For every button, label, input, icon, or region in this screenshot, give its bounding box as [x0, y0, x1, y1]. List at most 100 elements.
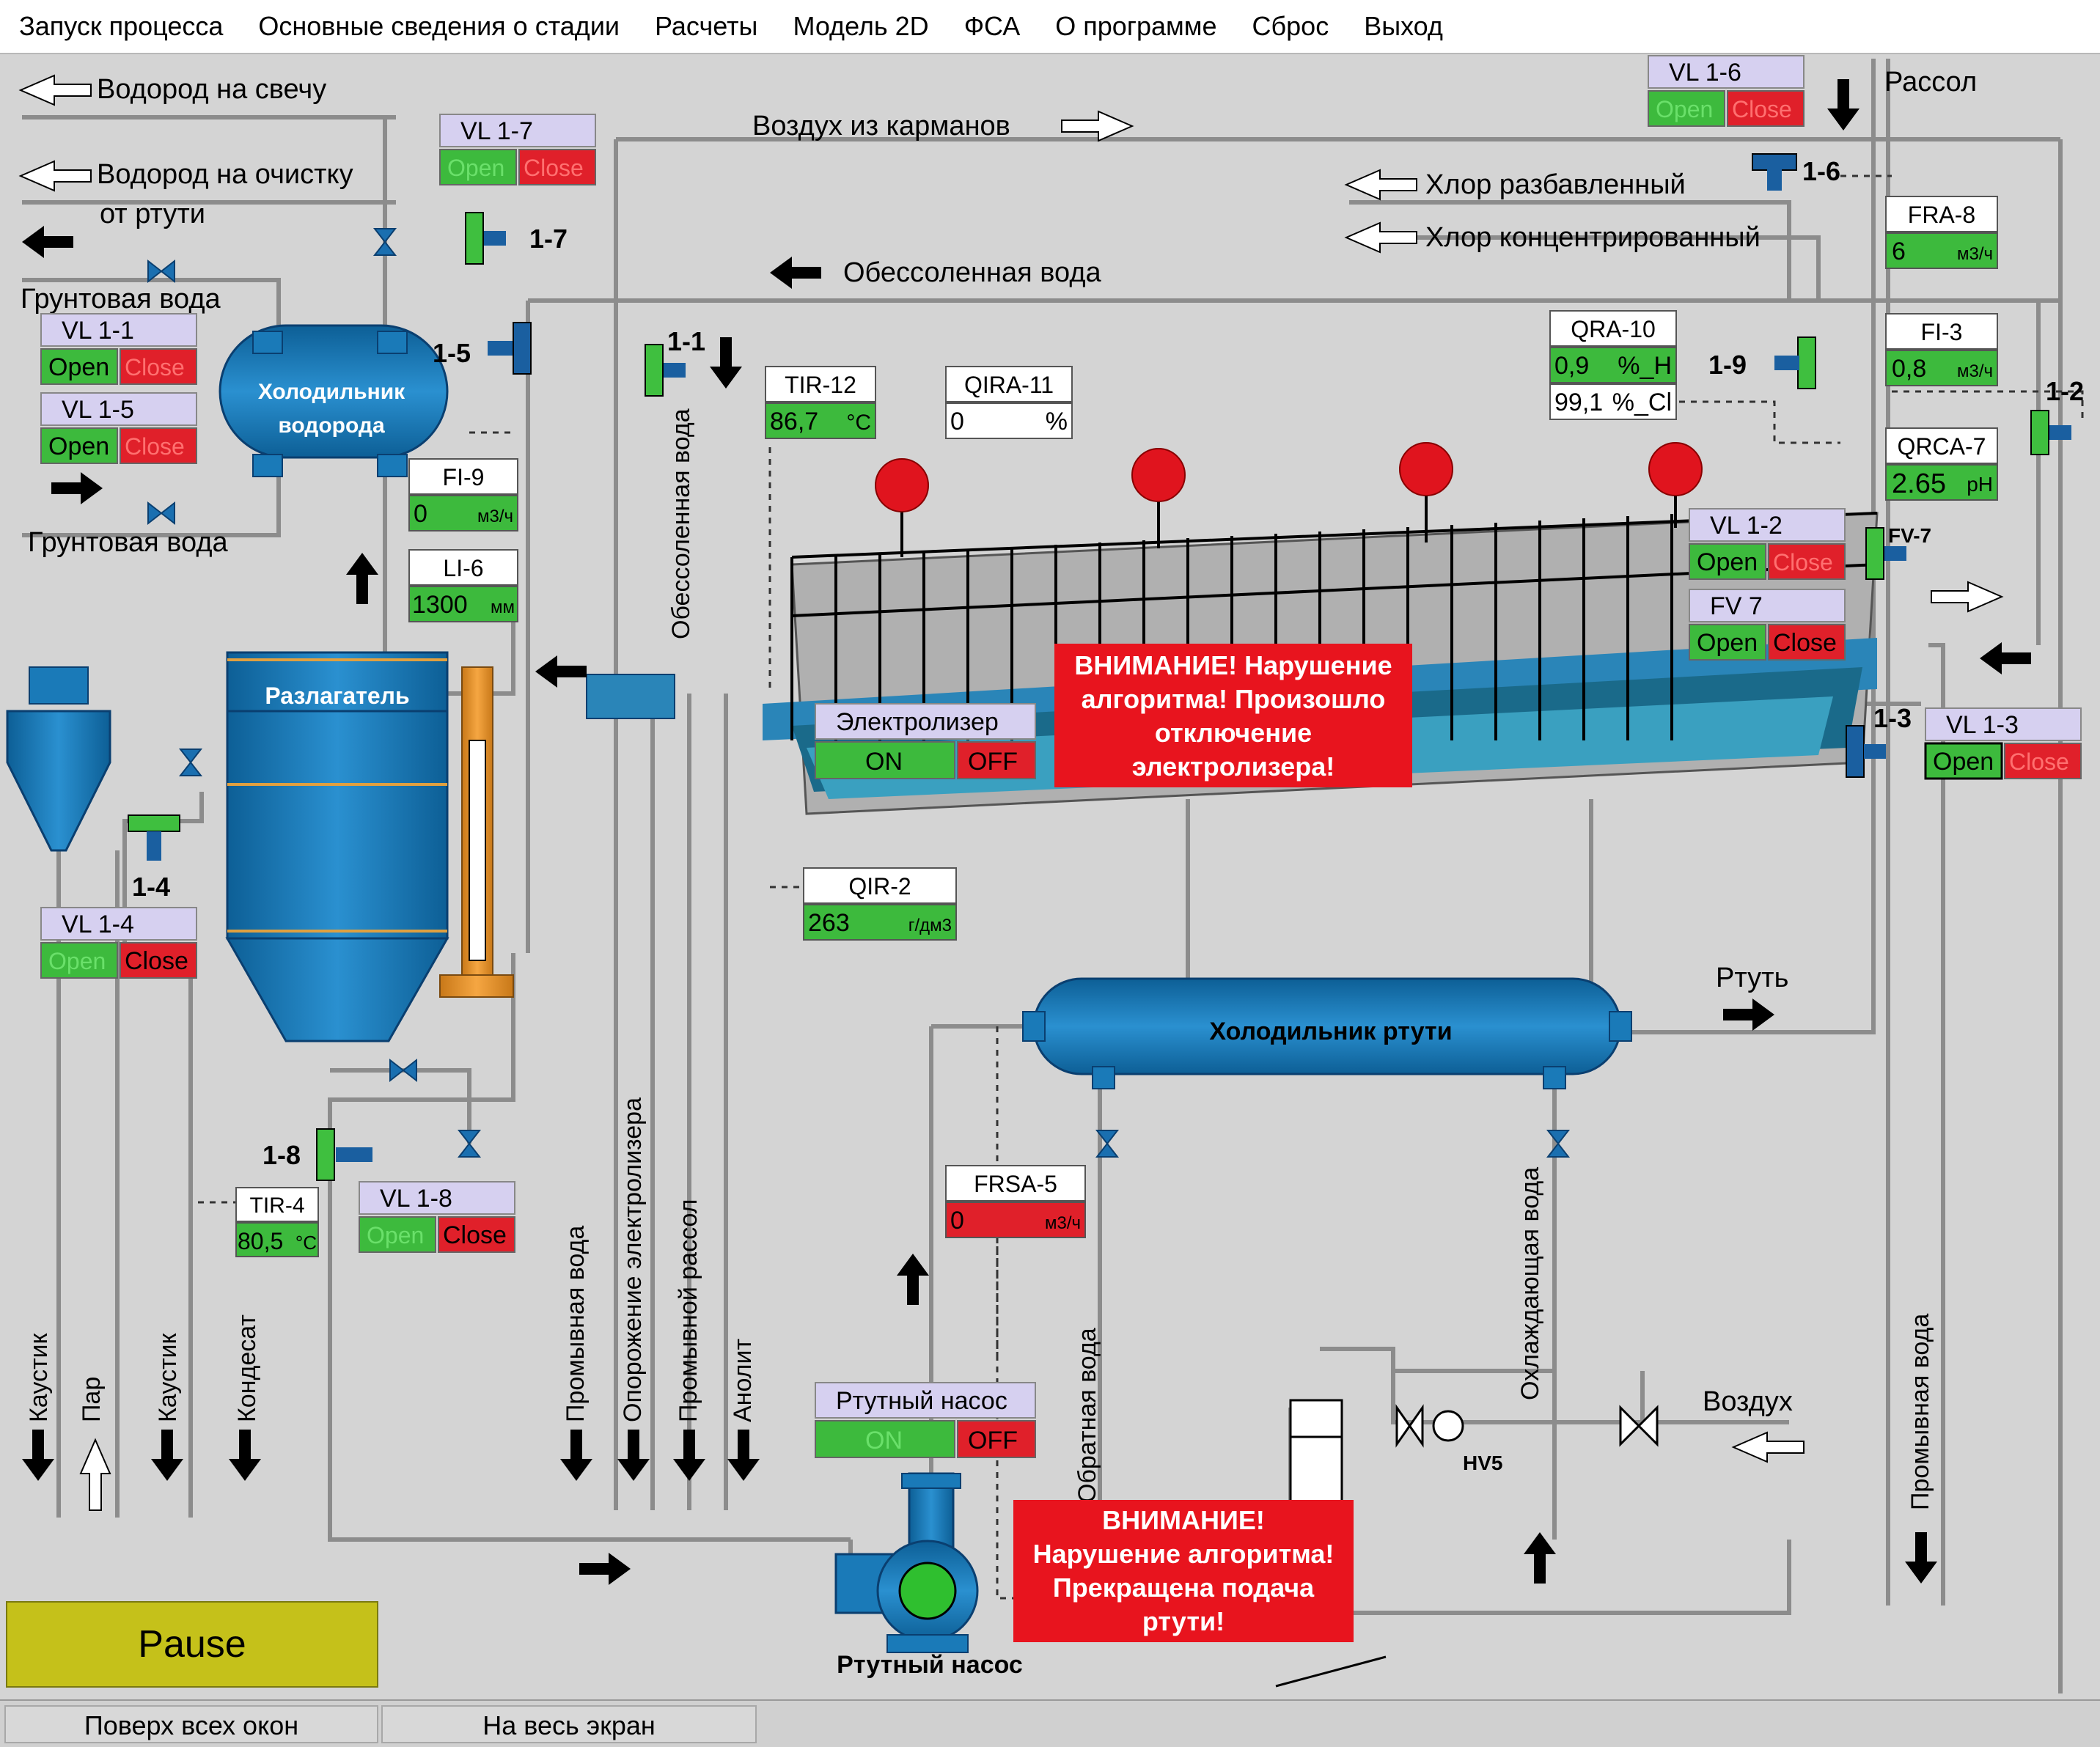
- menu-calculations[interactable]: Расчеты: [655, 11, 758, 41]
- svg-text:VL 1-6: VL 1-6: [1669, 59, 1741, 87]
- svg-text:Open: Open: [1697, 548, 1758, 576]
- valve-1-3-label: 1-3: [1873, 703, 1912, 733]
- instrument-qira11: QIRA-11 0 %: [945, 366, 1073, 439]
- menu-model-2d[interactable]: Модель 2D: [793, 11, 929, 41]
- valve-1-2-label: 1-2: [2046, 376, 2084, 406]
- menu-bar: Запуск процесса Основные сведения о стад…: [0, 0, 2100, 54]
- svg-text:TIR-12: TIR-12: [785, 372, 856, 398]
- label-wash-water-right: Промывная вода: [1906, 1314, 1934, 1510]
- svg-text:0: 0: [414, 500, 427, 528]
- fullscreen-button[interactable]: На весь экран: [381, 1705, 757, 1743]
- svg-text:Open: Open: [48, 353, 109, 381]
- svg-text:VL 1-5: VL 1-5: [62, 396, 134, 424]
- valve-1-4-label: 1-4: [132, 872, 170, 902]
- vl-1-7-title: VL 1-7: [460, 117, 533, 145]
- svg-text:QIR-2: QIR-2: [848, 873, 911, 900]
- label-demin-water: Обессоленная вода: [843, 257, 1102, 288]
- flow-labels: Водород на свечу Водород на очистку от р…: [21, 67, 1977, 1510]
- svg-text:80,5: 80,5: [238, 1228, 283, 1254]
- svg-text:263: 263: [808, 909, 850, 937]
- control-valves[interactable]: [128, 153, 2071, 1181]
- hydrogen-cooler: Холодильник водорода: [219, 324, 449, 477]
- always-on-top-button[interactable]: Поверх всех окон: [4, 1705, 378, 1743]
- vl-1-5-open-button[interactable]: [40, 427, 118, 464]
- vl-1-6-open-button[interactable]: [1648, 90, 1725, 127]
- label-brine: Рассол: [1884, 67, 1977, 98]
- svg-text:Электролизер: Электролизер: [836, 708, 999, 736]
- menu-about[interactable]: О программе: [1055, 11, 1217, 41]
- label-steam: Пар: [78, 1377, 106, 1422]
- vl-1-2-panel: VL 1-2 Open Close: [1689, 508, 1846, 580]
- svg-text:0: 0: [950, 408, 964, 435]
- label-chlorine-diluted: Хлор разбавленный: [1425, 169, 1686, 200]
- svg-text:Нарушение алгоритма!: Нарушение алгоритма!: [1033, 1539, 1334, 1569]
- label-chlorine-conc: Хлор концентрированный: [1425, 222, 1761, 253]
- svg-text:LI-6: LI-6: [443, 555, 483, 581]
- svg-text:Open: Open: [48, 948, 106, 974]
- alarm-mercury: ВНИМАНИЕ! Нарушение алгоритма! Прекращен…: [1013, 1500, 1354, 1642]
- vl-1-7-open-button[interactable]: [439, 149, 517, 185]
- mercury-cooler: Холодильник ртути: [1022, 977, 1632, 1089]
- svg-text:м3/ч: м3/ч: [1045, 1213, 1081, 1233]
- menu-start-process[interactable]: Запуск процесса: [19, 11, 224, 41]
- svg-text:Close: Close: [1773, 549, 1833, 575]
- vl-1-2-open-button[interactable]: [1689, 543, 1766, 580]
- mercury-pump-off-button[interactable]: [957, 1420, 1036, 1458]
- valve-1-6-label: 1-6: [1802, 156, 1840, 186]
- vl-1-4-close-button[interactable]: [120, 942, 197, 979]
- svg-text:2.65: 2.65: [1892, 468, 1946, 499]
- svg-text:1300: 1300: [412, 591, 468, 619]
- alarm-electrolyzer: ВНИМАНИЕ! Нарушение алгоритма! Произошло…: [1054, 644, 1412, 787]
- vl-1-1-open-button[interactable]: [40, 348, 118, 385]
- vl-1-3-close-button[interactable]: [2004, 743, 2082, 779]
- vl-1-1-panel: VL 1-1 Open Close: [40, 313, 197, 385]
- label-hydrogen-vent: Водород на свечу: [97, 74, 326, 105]
- vl-1-2-close-button[interactable]: [1768, 543, 1846, 580]
- svg-text:Ртутный насос: Ртутный насос: [836, 1387, 1007, 1415]
- label-electrolyzer-drain: Опорожение электролизера: [619, 1097, 647, 1422]
- svg-text:86,7: 86,7: [770, 408, 818, 435]
- vl-1-5-close-button[interactable]: [120, 427, 197, 464]
- pause-button[interactable]: Pause: [6, 1601, 378, 1688]
- svg-text:Open: Open: [367, 1222, 424, 1248]
- svg-text:FRA-8: FRA-8: [1908, 202, 1975, 228]
- svg-text:Open: Open: [1933, 748, 1994, 776]
- vl-1-1-close-button[interactable]: [120, 348, 197, 385]
- svg-text:VL 1-4: VL 1-4: [62, 911, 134, 938]
- mercury-pump: Ртутный насос: [834, 1472, 1023, 1679]
- label-wash-water: Промывная вода: [562, 1226, 590, 1422]
- electrolyzer-on-button[interactable]: [815, 741, 955, 779]
- menu-stage-info[interactable]: Основные сведения о стадии: [258, 11, 620, 41]
- vl-1-8-open-button[interactable]: [359, 1216, 436, 1253]
- svg-text:ВНИМАНИЕ! Нарушение: ВНИМАНИЕ! Нарушение: [1074, 650, 1392, 680]
- label-ground-water-bottom: Грунтовая вода: [28, 527, 229, 558]
- svg-text:Close: Close: [524, 155, 584, 181]
- decomposer: Разлагатель: [225, 651, 449, 1042]
- fv-7-close-button[interactable]: [1768, 624, 1846, 661]
- label-caustic-1: Каустик: [25, 1332, 53, 1422]
- vl-1-6-close-button[interactable]: [1727, 90, 1805, 127]
- mercury-pump-control: Ртутный насос ON OFF: [815, 1382, 1036, 1458]
- menu-fsa[interactable]: ФСА: [963, 11, 1021, 41]
- label-demin-water-vertical: Обессоленная вода: [667, 408, 695, 639]
- valve-labels: 1-7 1-5 1-1 1-6 1-9 1-2 FV-7 1-3 1-4 1-8: [132, 156, 2084, 1170]
- svg-text:Open: Open: [48, 433, 109, 460]
- svg-text:отключение: отключение: [1155, 718, 1312, 748]
- menu-reset[interactable]: Сброс: [1252, 11, 1329, 41]
- mercury-pump-on-button[interactable]: [815, 1420, 955, 1458]
- vl-1-8-close-button[interactable]: [438, 1216, 515, 1253]
- svg-text:6: 6: [1892, 238, 1906, 265]
- valve-1-5-label: 1-5: [433, 338, 471, 368]
- label-caustic-2: Каустик: [154, 1332, 182, 1422]
- electrolyzer-off-button[interactable]: [957, 741, 1036, 779]
- vl-1-7-close-button[interactable]: [518, 149, 596, 185]
- menu-exit[interactable]: Выход: [1364, 11, 1443, 41]
- vl-1-6-panel: VL 1-6 Open Close: [1648, 55, 1805, 127]
- vl-1-3-open-button[interactable]: [1924, 742, 2003, 780]
- svg-text:%_H: %_H: [1618, 352, 1672, 380]
- vl-1-4-open-button[interactable]: [40, 942, 118, 979]
- vl-1-5-panel: VL 1-5 Open Close: [40, 392, 197, 464]
- svg-text:VL 1-3: VL 1-3: [1946, 711, 2019, 739]
- fv-7-open-button[interactable]: [1689, 624, 1766, 661]
- svg-text:99,1: 99,1: [1554, 389, 1603, 416]
